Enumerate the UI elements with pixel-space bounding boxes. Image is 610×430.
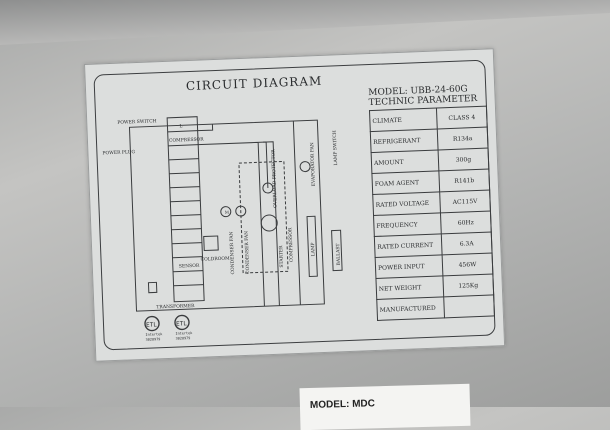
parameter-value: 60Hz <box>440 211 492 234</box>
parameter-name: CLIMATE <box>369 108 438 132</box>
parameter-value: R141b <box>438 169 490 192</box>
parameter-name: FOAM AGENT <box>371 170 440 195</box>
lamp-switch-label: LAMP SWITCH <box>332 130 339 165</box>
starter-label: STARTER <box>278 245 285 268</box>
evaporator-fan-label: EVAPORATOR FAN <box>309 142 317 186</box>
overload-protector-label: OVERLOAD PROTECTOR <box>270 149 278 208</box>
compressor-row-label: COMPRESSOR <box>169 136 204 143</box>
parameter-name: MANUFACTURED <box>376 296 445 321</box>
etl-certification-icon: ETL Intertek 3028979 <box>144 315 163 342</box>
svg-text:ETL: ETL <box>146 321 157 328</box>
parameter-value: 300g <box>438 148 489 171</box>
motor-label: M <box>225 210 229 215</box>
parameter-name: AMOUNT <box>371 149 439 174</box>
etl-certification-icon-2: ETL Intertek 3028979 <box>174 314 193 341</box>
condenser-fan-label-2: CONDENSER FAN <box>244 231 252 274</box>
sensor-label: SENSOR <box>179 263 200 270</box>
svg-text:3028979: 3028979 <box>176 336 191 341</box>
parameter-value: AC115V <box>439 190 491 213</box>
cabinet-top-edge <box>0 0 610 46</box>
parameter-row: MANUFACTURED <box>376 294 495 321</box>
circuit-label-plate: CIRCUIT DIAGRAM POWER SWITCH POWER PLUG … <box>84 48 506 362</box>
parameter-name: FREQUENCY <box>373 212 442 237</box>
compressor-label: COMPRESSOR <box>287 227 294 262</box>
coldroom-label: COLDROOM <box>200 256 230 263</box>
technic-parameters: MODEL: UBB-24-60G TECHNIC PARAMETER CLIM… <box>368 84 497 321</box>
ballast-label: BALLAST <box>335 243 342 265</box>
condenser-fan-label: CONDENSER FAN <box>229 231 237 274</box>
transformer-label: TRANSFORMER <box>156 303 195 310</box>
wiring <box>128 116 343 312</box>
parameter-name: NET WEIGHT <box>375 275 444 300</box>
parameter-name: POWER INPUT <box>375 254 443 279</box>
parameter-value <box>443 294 495 318</box>
svg-text:3028979: 3028979 <box>146 337 161 342</box>
parameter-value: CLASS 4 <box>436 106 488 129</box>
svg-text:Intertek: Intertek <box>175 331 193 336</box>
circuit-diagram: POWER SWITCH POWER PLUG L COMPRESSOR SEN… <box>102 116 343 342</box>
power-plug-label: POWER PLUG <box>102 149 135 156</box>
power-switch-label: POWER SWITCH <box>117 118 157 126</box>
lamp-label: LAMP <box>310 242 317 256</box>
parameter-name: RATED VOLTAGE <box>372 191 441 216</box>
parameter-value: R134a <box>437 127 489 150</box>
parameter-name: RATED CURRENT <box>374 233 443 258</box>
l-label: L <box>179 123 182 129</box>
parameter-name: REFRIGERANT <box>370 128 439 153</box>
svg-text:ETL: ETL <box>176 320 187 327</box>
svg-text:Intertek: Intertek <box>145 332 163 337</box>
parameter-value: 456W <box>442 252 493 276</box>
parameter-value: 125Kg <box>442 273 494 297</box>
parameter-value: 6.3A <box>441 231 493 255</box>
